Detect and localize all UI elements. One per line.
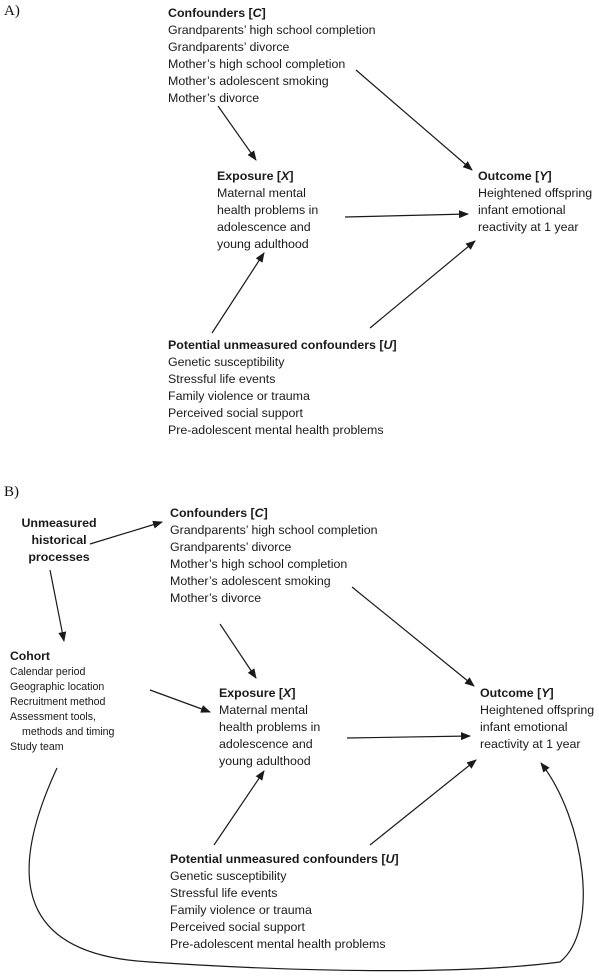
panel-a-exposure-item: Maternal mental — [217, 186, 306, 200]
edge-a-exposure-to-outcome — [344, 210, 469, 219]
panel-b-confounder-item: Mother’s high school completion — [170, 557, 348, 571]
panel-b-outcome-item: infant emotional — [480, 720, 568, 734]
panel-b-cohort-title: Cohort — [10, 649, 50, 663]
panel-b-exposure-item: young adulthood — [219, 754, 311, 768]
panel-a-unmeasured-item: Perceived social support — [168, 406, 303, 420]
panel-a-confounder-item: Mother’s adolescent smoking — [168, 74, 329, 88]
edge-b-cohort-to-exposure — [149, 689, 211, 713]
panel-a-confounders-node: Confounders [C] Grandparents’ high schoo… — [168, 5, 376, 107]
panel-a-outcome-node: Outcome [Y] Heightened offspring infant … — [478, 168, 592, 236]
panel-a-exposure-node: Exposure [X] Maternal mental health prob… — [217, 168, 318, 253]
panel-b-unmeasured-title: Potential unmeasured confounders [U] — [170, 852, 399, 866]
panel-b-exposure-item: adolescence and — [219, 737, 313, 751]
panel-a-confounder-item: Grandparents’ divorce — [168, 40, 290, 54]
panel-b-exposure-item: Maternal mental — [219, 703, 308, 717]
edge-a-confounders-to-outcome — [355, 69, 473, 171]
panel-b-unmeasured-item: Perceived social support — [170, 920, 305, 934]
panel-a-outcome-item: reactivity at 1 year — [478, 220, 579, 234]
edge-b-unmeasured-to-outcome — [369, 759, 477, 846]
panel-b-confounder-item: Mother’s divorce — [170, 591, 262, 605]
panel-a-outcome-item: infant emotional — [478, 203, 566, 217]
panel-a-outcome-item: Heightened offspring — [478, 186, 593, 200]
panel-a-unmeasured-node: Potential unmeasured confounders [U] Gen… — [168, 337, 397, 439]
panel-a-confounders-title: Confounders [C] — [168, 6, 266, 20]
panel-b-unmeasured-item: Pre-adolescent mental health problems — [170, 937, 386, 951]
panel-a-exposure-title: Exposure [X] — [217, 169, 294, 183]
panel-b-cohort-item: Geographic location — [10, 681, 105, 693]
panel-a-unmeasured-item: Pre-adolescent mental health problems — [168, 423, 384, 437]
panel-b-outcome-title: Outcome [Y] — [480, 686, 554, 700]
panel-b-historical-line: processes — [28, 550, 90, 564]
edge-b-cohort-to-outcome-curve — [28, 762, 584, 972]
panel-b-exposure-title: Exposure [X] — [219, 686, 296, 700]
panel-a-unmeasured-item: Genetic susceptibility — [168, 355, 285, 369]
panel-b-confounder-item: Grandparents’ divorce — [170, 540, 292, 554]
panel-b-historical-node: Unmeasured historical processes — [8, 515, 110, 566]
panel-a-exposure-item: young adulthood — [217, 237, 309, 251]
panel-b-unmeasured-item: Family violence or trauma — [170, 903, 312, 917]
panel-b-label: B) — [4, 484, 19, 500]
panel-a-confounder-item: Mother’s divorce — [168, 91, 260, 105]
panel-b-confounders-title: Confounders [C] — [170, 506, 268, 520]
panel-a-confounder-item: Grandparents’ high school completion — [168, 23, 376, 37]
panel-a-exposure-item: health problems in — [217, 203, 319, 217]
panel-a-confounder-item: Mother’s high school completion — [168, 57, 346, 71]
panel-a-unmeasured-item: Stressful life events — [168, 372, 276, 386]
panel-b-cohort-item: Recruitment method — [10, 696, 106, 708]
panel-b-cohort-item: methods and timing — [22, 726, 115, 738]
panel-a-unmeasured-title: Potential unmeasured confounders [U] — [168, 338, 397, 352]
panel-b-unmeasured-item: Stressful life events — [170, 886, 278, 900]
edge-b-exposure-to-outcome — [346, 732, 471, 741]
panel-a-exposure-item: adolescence and — [217, 220, 311, 234]
edge-b-historical-to-cohort — [49, 569, 67, 642]
panel-b-cohort-item: Assessment tools, — [10, 711, 96, 723]
panel-b-historical-line: historical — [31, 533, 87, 547]
panel-b-cohort-node: Cohort Calendar period Geographic locati… — [10, 648, 114, 755]
edge-b-confounders-to-outcome — [351, 586, 475, 687]
edge-b-confounders-to-exposure — [219, 623, 257, 679]
panel-b-confounder-item: Mother’s adolescent smoking — [170, 574, 331, 588]
panel-b-unmeasured-item: Genetic susceptibility — [170, 869, 287, 883]
panel-b-outcome-item: reactivity at 1 year — [480, 737, 581, 751]
panel-b-outcome-item: Heightened offspring — [480, 703, 595, 717]
panel-b-historical-line: Unmeasured — [21, 516, 97, 530]
edge-b-historical-to-confounders — [89, 520, 163, 545]
panel-b-outcome-node: Outcome [Y] Heightened offspring infant … — [480, 685, 594, 753]
edge-a-confounders-to-exposure — [217, 105, 257, 161]
panel-b-unmeasured-node: Potential unmeasured confounders [U] Gen… — [170, 851, 399, 953]
panel-b-exposure-node: Exposure [X] Maternal mental health prob… — [219, 685, 320, 770]
panel-b-cohort-item: Calendar period — [10, 666, 86, 678]
edge-b-unmeasured-to-exposure — [213, 770, 265, 846]
panel-b-confounders-node: Confounders [C] Grandparents’ high schoo… — [170, 505, 378, 607]
panel-a-label: A) — [4, 3, 20, 19]
panel-a-outcome-title: Outcome [Y] — [478, 169, 552, 183]
panel-b-exposure-item: health problems in — [219, 720, 321, 734]
edge-a-unmeasured-to-outcome — [369, 240, 476, 329]
panel-b-confounder-item: Grandparents’ high school completion — [170, 523, 378, 537]
edge-a-unmeasured-to-exposure — [211, 252, 265, 334]
panel-b-cohort-item: Study team — [10, 741, 64, 753]
panel-a-unmeasured-item: Family violence or trauma — [168, 389, 310, 403]
